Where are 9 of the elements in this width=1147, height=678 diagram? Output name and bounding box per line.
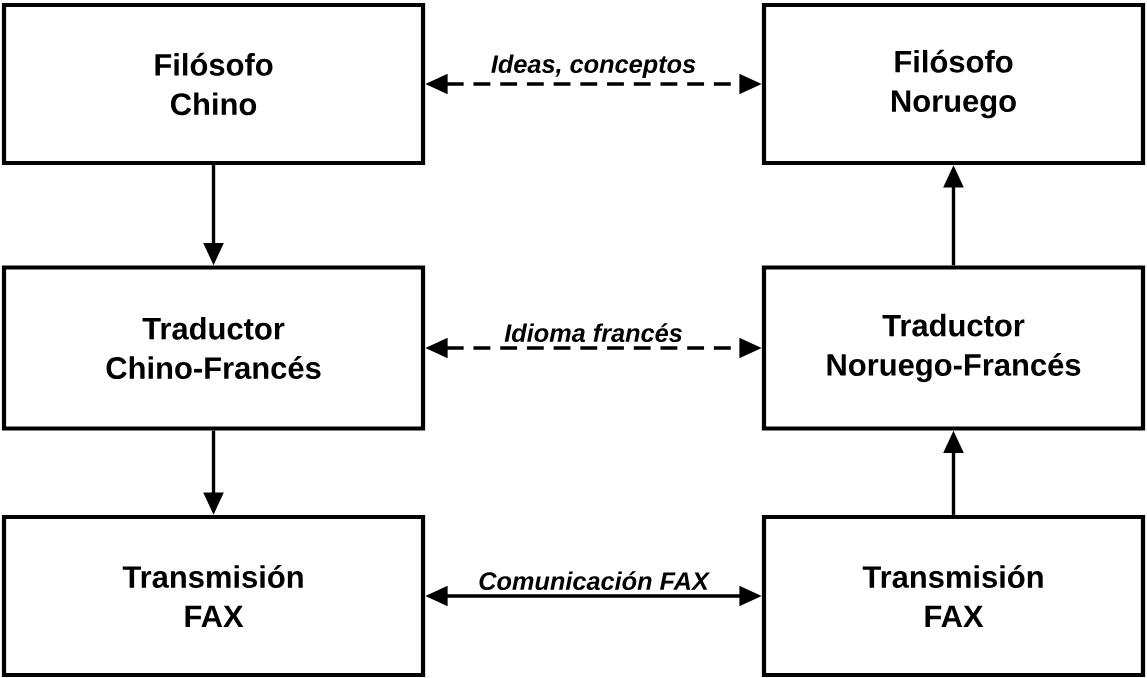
process-box: Transmisión FAX bbox=[1, 514, 426, 678]
process-box: Filósofo Noruego bbox=[761, 2, 1146, 166]
process-box: Traductor Noruego-Francés bbox=[761, 265, 1146, 431]
process-box: Traductor Chino-Francés bbox=[1, 265, 426, 431]
edge-label: Idioma francés bbox=[502, 321, 685, 344]
process-box: Filósofo Chino bbox=[1, 2, 426, 166]
process-box: Transmisión FAX bbox=[761, 514, 1146, 678]
edge-label: Ideas, conceptos bbox=[489, 53, 698, 80]
edge-label: Comunicación FAX bbox=[476, 569, 711, 592]
